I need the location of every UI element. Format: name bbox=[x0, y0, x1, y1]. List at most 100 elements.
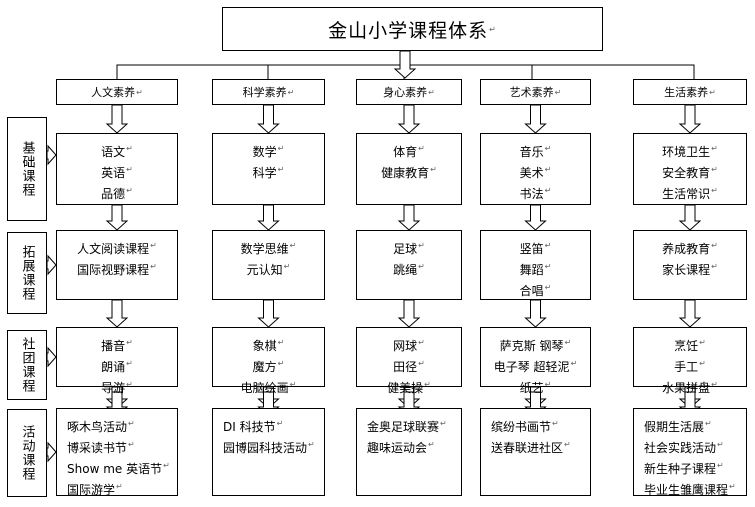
level-label: 基础课程 bbox=[19, 141, 35, 197]
course-item: 安全教育↵ bbox=[662, 165, 718, 180]
course-item-text: 金奥足球联赛 bbox=[367, 420, 440, 434]
course-item: 纸艺↵ bbox=[519, 380, 552, 395]
course-item-text: 导游 bbox=[101, 381, 126, 395]
course-item-text: 啄木鸟活动 bbox=[67, 420, 128, 434]
course-item-text: 园博园科技活动 bbox=[223, 441, 308, 455]
course-item: 科学↵ bbox=[252, 165, 285, 180]
course-item: 假期生活展↵ bbox=[644, 419, 712, 434]
course-item-text: 元认知 bbox=[246, 263, 283, 277]
course-item: 健美操↵ bbox=[387, 380, 431, 395]
course-item: 水果拼盘↵ bbox=[662, 380, 718, 395]
course-item-text: 足球 bbox=[393, 242, 418, 256]
connector-line bbox=[116, 64, 695, 79]
course-item-text: 人文阅读课程 bbox=[77, 242, 150, 256]
course-cell: 数学↵ 科学↵ bbox=[212, 133, 325, 205]
course-cell: 竖笛↵ 舞蹈↵ 合唱↵ bbox=[480, 230, 591, 300]
course-item: 合唱↵ bbox=[519, 283, 552, 298]
course-item: 舞蹈↵ bbox=[519, 262, 552, 277]
down-arrow bbox=[524, 104, 547, 134]
course-item-text: 博采读书节 bbox=[67, 441, 128, 455]
course-item: 英语↵ bbox=[101, 165, 133, 180]
course-cell: 人文阅读课程↵国际视野课程↵ bbox=[56, 230, 178, 300]
category-label: 科学素养 bbox=[242, 86, 287, 99]
course-item-text: 安全教育 bbox=[662, 166, 711, 180]
course-cell: 音乐↵美术↵书法↵ bbox=[480, 133, 591, 205]
right-arrow bbox=[46, 254, 57, 276]
course-item: 健康教育↵ bbox=[381, 165, 437, 180]
course-item: 书法↵ bbox=[519, 186, 552, 201]
course-cell: 网球↵田径↵健美操↵ bbox=[356, 327, 462, 395]
course-item: Show me 英语节↵ bbox=[67, 461, 170, 476]
level-label: 社团课程 bbox=[19, 337, 35, 393]
course-item: 社会实践活动↵ bbox=[644, 440, 724, 455]
right-arrow bbox=[46, 346, 57, 368]
course-item-text: 纸艺 bbox=[519, 381, 544, 395]
course-item-text: 健美操 bbox=[387, 381, 424, 395]
course-item: 播音↵ bbox=[101, 338, 133, 353]
course-cell: 体育↵ 健康教育↵ bbox=[356, 133, 462, 205]
course-item: 生活常识↵ bbox=[662, 186, 718, 201]
level-box: 社团课程 bbox=[7, 330, 47, 400]
down-arrow bbox=[257, 204, 280, 231]
course-item-text: 体育 bbox=[393, 145, 418, 159]
course-item-text: 缤纷书画节 bbox=[491, 420, 552, 434]
down-arrow bbox=[397, 204, 421, 231]
course-item-text: 送春联进社区 bbox=[491, 441, 564, 455]
diagram-title: 金山小学课程体系↵ bbox=[222, 7, 603, 51]
course-cell: 象棋↵ 魔方↵ 电脑绘画↵ bbox=[212, 327, 325, 395]
course-cell: 萨克斯 钢琴↵电子琴 超轻泥↵纸艺↵ bbox=[480, 327, 591, 395]
down-arrow bbox=[678, 204, 702, 231]
category-label: 人文素养 bbox=[91, 86, 136, 99]
course-item-text: 田径 bbox=[393, 360, 418, 374]
down-arrow bbox=[105, 104, 129, 134]
course-item: 电子琴 超轻泥↵ bbox=[493, 359, 578, 374]
course-item-text: 英语 bbox=[101, 166, 126, 180]
course-item-text: 美术 bbox=[519, 166, 544, 180]
down-arrow bbox=[678, 299, 702, 328]
course-item: 导游↵ bbox=[101, 380, 133, 395]
course-item-text: 电子琴 超轻泥 bbox=[493, 360, 570, 374]
course-item-text: 语文 bbox=[101, 145, 126, 159]
course-item: 数学↵ bbox=[252, 144, 285, 159]
category-box: 生活素养↵ bbox=[633, 79, 747, 105]
category-label: 生活素养 bbox=[664, 86, 709, 99]
down-arrow bbox=[105, 299, 129, 328]
course-cell: 数学思维↵ 元认知↵ bbox=[212, 230, 325, 300]
course-item: 朗诵↵ bbox=[101, 359, 133, 374]
down-arrow bbox=[257, 104, 280, 134]
course-item-text: 数学 bbox=[252, 145, 277, 159]
course-item: 音乐↵ bbox=[519, 144, 552, 159]
course-item-text: 竖笛 bbox=[519, 242, 544, 256]
course-item-text: 魔方 bbox=[252, 360, 277, 374]
down-arrow bbox=[257, 299, 280, 328]
category-box: 艺术素养↵ bbox=[480, 79, 591, 105]
course-item: 语文↵ bbox=[101, 144, 133, 159]
course-item-text: 播音 bbox=[101, 339, 126, 353]
course-item: 送春联进社区↵ bbox=[491, 440, 571, 455]
level-box: 拓展课程 bbox=[7, 232, 47, 314]
course-item-text: 趣味运动会 bbox=[367, 441, 428, 455]
course-item: 竖笛↵ bbox=[519, 241, 552, 256]
course-item: 魔方↵ bbox=[252, 359, 285, 374]
course-item-text: 假期生活展 bbox=[644, 420, 705, 434]
course-item: 新生种子课程↵ bbox=[644, 461, 724, 476]
course-item-text: 科学 bbox=[252, 166, 277, 180]
right-arrow bbox=[46, 441, 57, 463]
course-item-text: 数学思维 bbox=[240, 242, 289, 256]
course-item: 象棋↵ bbox=[252, 338, 285, 353]
course-item: 电脑绘画↵ bbox=[240, 380, 297, 395]
course-item-text: 品德 bbox=[101, 187, 126, 201]
course-item-text: 跳绳 bbox=[393, 263, 418, 277]
category-box: 科学素养↵ bbox=[212, 79, 325, 105]
course-item-text: 电脑绘画 bbox=[240, 381, 289, 395]
level-label: 拓展课程 bbox=[19, 245, 35, 301]
course-item: 体育↵ bbox=[393, 144, 425, 159]
level-label: 活动课程 bbox=[19, 425, 35, 481]
down-arrow bbox=[524, 204, 547, 231]
course-item: 元认知↵ bbox=[246, 262, 291, 277]
course-item: 数学思维↵ bbox=[240, 241, 297, 256]
course-item-text: 舞蹈 bbox=[519, 263, 544, 277]
course-item: 养成教育↵ bbox=[662, 241, 718, 256]
course-cell: 养成教育↵家长课程↵ bbox=[633, 230, 747, 300]
course-item: 园博园科技活动↵ bbox=[223, 440, 315, 455]
